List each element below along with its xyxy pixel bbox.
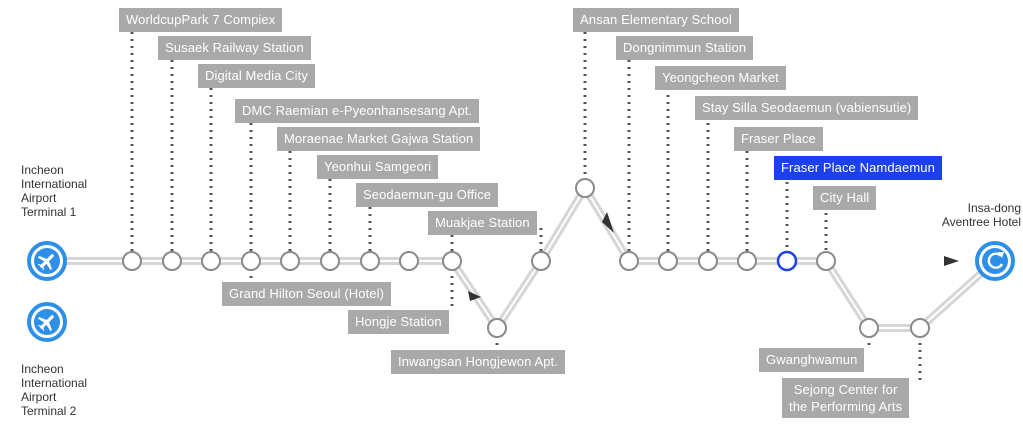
label-city-hall[interactable]: City Hall [813, 186, 877, 210]
label-moraenae[interactable]: Moraenae Market Gajwa Station [277, 127, 481, 151]
label-yeonhui[interactable]: Yeonhui Samgeori [317, 155, 439, 179]
terminal-2-line: Airport [21, 390, 57, 404]
terminal-1-icon[interactable] [27, 241, 67, 281]
label-fraser[interactable]: Fraser Place [734, 127, 823, 151]
stop-dongnimmun[interactable] [619, 251, 639, 271]
label-stay-silla[interactable]: Stay Silla Seodaemun (vabiensutie) [695, 96, 919, 120]
label-worldcup[interactable]: WorldcupPark 7 Compiex [119, 8, 283, 32]
terminal-2-line: Terminal 2 [21, 404, 77, 418]
stop-sejong[interactable] [910, 318, 930, 338]
stop-moraenae[interactable] [280, 251, 300, 271]
label-yeongcheon[interactable]: Yeongcheon Market [655, 66, 786, 90]
stop-markers [122, 178, 930, 338]
stop-gwanghwamun[interactable] [859, 318, 879, 338]
loop-arrow-icon [987, 252, 1004, 269]
stop-dmc[interactable] [201, 251, 221, 271]
end-terminal-label: Insa-dong Aventree Hotel [942, 201, 1021, 229]
terminal-2-line: Incheon [21, 362, 64, 376]
label-gwanghwamun[interactable]: Gwanghwamun [759, 348, 865, 372]
terminal-2-label: Incheon International Airport Terminal 2 [21, 362, 87, 418]
label-dmc-raemian[interactable]: DMC Raemian e-Pyeonhansesang Apt. [235, 99, 480, 123]
terminal-2-line: International [21, 376, 88, 390]
direction-arrows [468, 212, 959, 301]
stop-city-hall[interactable] [816, 251, 836, 271]
label-hongje[interactable]: Hongje Station [348, 310, 449, 334]
stop-ansan[interactable] [575, 178, 595, 198]
stop-fraser[interactable] [737, 251, 757, 271]
end-terminal-icon[interactable] [975, 241, 1015, 281]
end-terminal-line: Insa-dong [967, 201, 1021, 215]
label-fraser-namdaemun[interactable]: Fraser Place Namdaemun [774, 156, 942, 180]
label-inwangsan[interactable]: Inwangsan Hongjewon Apt. [391, 350, 565, 374]
label-muakjae[interactable]: Muakjae Station [428, 211, 537, 235]
label-sejong-line: the Performing Arts [789, 399, 903, 414]
stop-fraser-namdaemun[interactable] [776, 250, 798, 272]
label-sejong-line: Sejong Center for [793, 382, 898, 397]
stop-inwangsan[interactable] [487, 318, 507, 338]
stop-stay-silla[interactable] [698, 251, 718, 271]
stop-seodaemun-office[interactable] [360, 251, 380, 271]
stop-yeongcheon[interactable] [658, 251, 678, 271]
terminal-1-line: International [21, 177, 88, 191]
label-dmc[interactable]: Digital Media City [198, 64, 315, 88]
stop-hongje[interactable] [442, 251, 462, 271]
airplane-icon [37, 254, 54, 271]
direction-arrow-icon [602, 212, 614, 233]
terminal-1-line: Terminal 1 [21, 205, 77, 219]
label-ansan[interactable]: Ansan Elementary School [573, 8, 739, 32]
leader-lines [130, 32, 922, 380]
label-grand-hilton[interactable]: Grand Hilton Seoul (Hotel) [222, 282, 392, 306]
airplane-icon [37, 315, 54, 332]
label-sejong[interactable]: Sejong Center for the Performing Arts [782, 378, 910, 418]
label-susaek[interactable]: Susaek Railway Station [158, 36, 311, 60]
stop-dmc-raemian[interactable] [241, 251, 261, 271]
label-dongnimmun[interactable]: Dongnimmun Station [616, 36, 754, 60]
label-seodaemun-office[interactable]: Seodaemun-gu Office [356, 183, 499, 207]
terminal-1-label: Incheon International Airport Terminal 1 [21, 163, 87, 219]
end-terminal-line: Aventree Hotel [941, 215, 1021, 229]
stop-susaek[interactable] [162, 251, 182, 271]
direction-arrow-icon [944, 256, 959, 266]
terminal-1-line: Airport [21, 191, 57, 205]
stop-grand-hilton[interactable] [399, 251, 419, 271]
terminal-2-icon[interactable] [27, 302, 67, 342]
stop-muakjae[interactable] [531, 251, 551, 271]
direction-arrow-icon [468, 291, 481, 301]
stop-worldcup[interactable] [122, 251, 142, 271]
terminal-1-line: Incheon [21, 163, 64, 177]
stop-yeonhui[interactable] [320, 251, 340, 271]
